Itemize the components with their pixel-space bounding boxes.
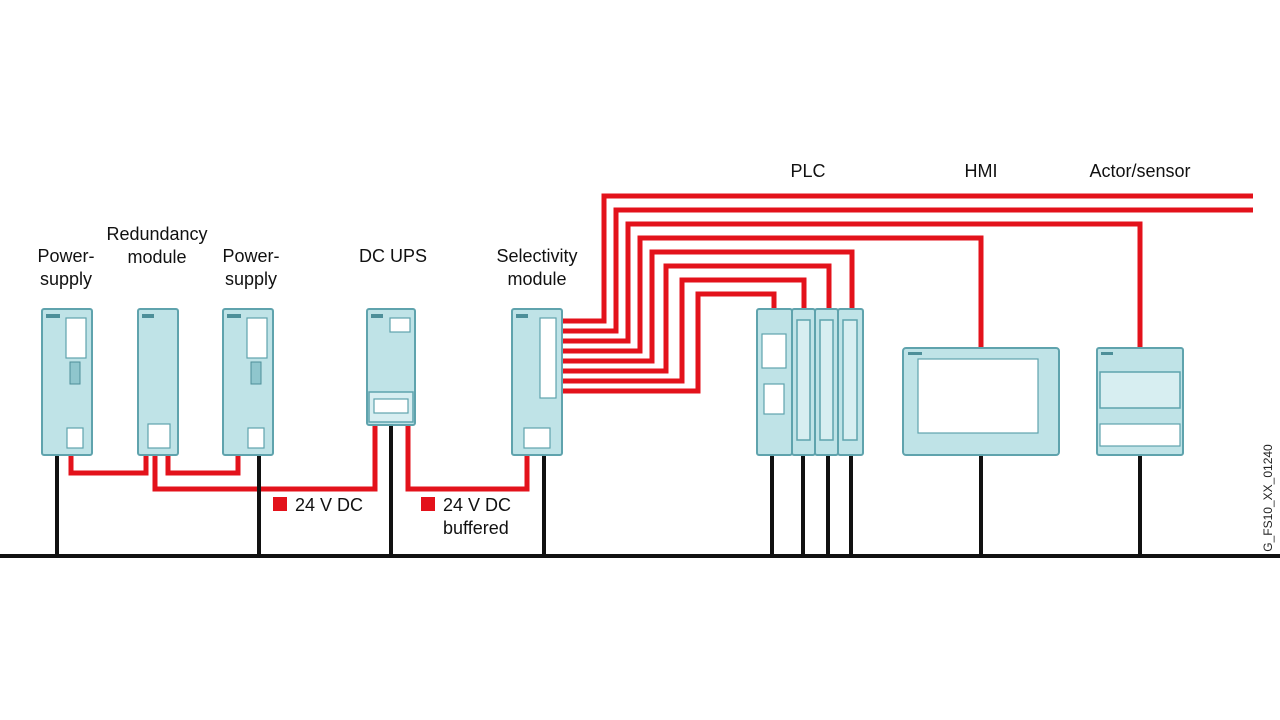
power-supply-1-module [41,308,93,456]
label-redundancy-module-line-2: module [127,247,186,267]
power-supply-2-brand-strip [227,314,241,318]
wire-output-actor-sensor [562,221,1143,348]
hmi-panel [902,347,1060,456]
legend-24v-dc-label: 24 V DC [295,495,363,515]
hmi-screen [917,358,1039,434]
hmi-brand-strip [908,352,922,355]
label-power-supply-1-line-2: supply [40,269,92,289]
actor-sensor-terminal-strip [1099,423,1181,447]
actor-sensor-module [1096,347,1184,456]
legend-24v-dc-buffered-swatch [421,497,435,511]
dc-ups-display [389,317,411,333]
wire-redundancy-to-ps2 [165,455,241,476]
figure-code: G_FS10_XX_01240 [1261,444,1275,552]
dc-ups-terminal-row [373,398,409,414]
plc-io-module-2-panel [819,319,834,441]
label-actor-sensor: Actor/sensor [1089,161,1190,181]
label-power-supply-1-line-1: Power- [37,246,94,266]
wire-output-1 [562,193,1253,324]
wire-output-2 [562,207,1253,334]
plc-io-module-1-panel [796,319,811,441]
legend-24v-dc-buffered-line-1: 24 V DC [443,495,511,515]
actor-sensor-brand-strip [1101,352,1113,355]
legend-24v-dc: 24 V DC [273,495,363,515]
label-dc-ups: DC UPS [359,246,427,266]
wire-ps1-to-redundancy [68,455,149,476]
label-power-supply-2-line-2: supply [225,269,277,289]
legend-24v-dc-buffered-line-2: buffered [443,518,509,538]
power-supply-1-indicator [69,361,81,385]
power-supply-2-terminal-bottom [247,427,265,449]
plc-cpu-display [761,333,787,369]
label-selectivity-module: Selectivity module [496,246,577,289]
wire-output-plc-2 [562,277,807,384]
label-power-supply-2: Power- supply [222,246,279,289]
legend-24v-dc-buffered: 24 V DC buffered [421,495,511,538]
wire-output-plc-1 [562,291,777,394]
selectivity-module [511,308,563,456]
label-selectivity-module-line-1: Selectivity [496,246,577,266]
power-supply-2-terminal-top [246,317,268,359]
wire-output-plc-3 [562,263,832,374]
red-power-wiring [68,193,1253,492]
redundancy-module-body [137,308,179,456]
plc-cpu-body [756,308,793,456]
label-power-supply-1: Power- supply [37,246,94,289]
power-supply-2-module [222,308,274,456]
label-redundancy-module: Redundancy module [106,224,207,267]
power-supply-2-indicator [250,361,262,385]
dc-ups-brand-strip [371,314,383,318]
power-supply-1-terminal-bottom [66,427,84,449]
wire-output-plc-4 [562,249,855,364]
actor-sensor-connector-row [1099,371,1181,409]
wire-redundancy-to-dcups [152,425,378,492]
wire-output-hmi [562,235,984,354]
plc-module [756,308,864,456]
redundancy-module-terminal [147,423,171,449]
label-power-supply-2-line-1: Power- [222,246,279,266]
selectivity-module-terminal [523,427,551,449]
redundancy-module-brand-strip [142,314,154,318]
selectivity-module-brand-strip [516,314,528,318]
label-redundancy-module-line-1: Redundancy [106,224,207,244]
power-supply-1-brand-strip [46,314,60,318]
legend-24v-dc-swatch [273,497,287,511]
dc-ups-module [366,308,416,426]
label-hmi: HMI [965,161,998,181]
plc-io-module-3-panel [842,319,858,441]
selectivity-module-channel-panel [539,317,557,399]
label-selectivity-module-line-2: module [507,269,566,289]
redundancy-module [137,308,179,456]
plc-cpu-keypad [763,383,785,415]
label-plc: PLC [790,161,825,181]
ground-wiring [0,425,1280,558]
power-supply-1-terminal-top [65,317,87,359]
wire-dcups-to-selectivity [405,425,530,492]
